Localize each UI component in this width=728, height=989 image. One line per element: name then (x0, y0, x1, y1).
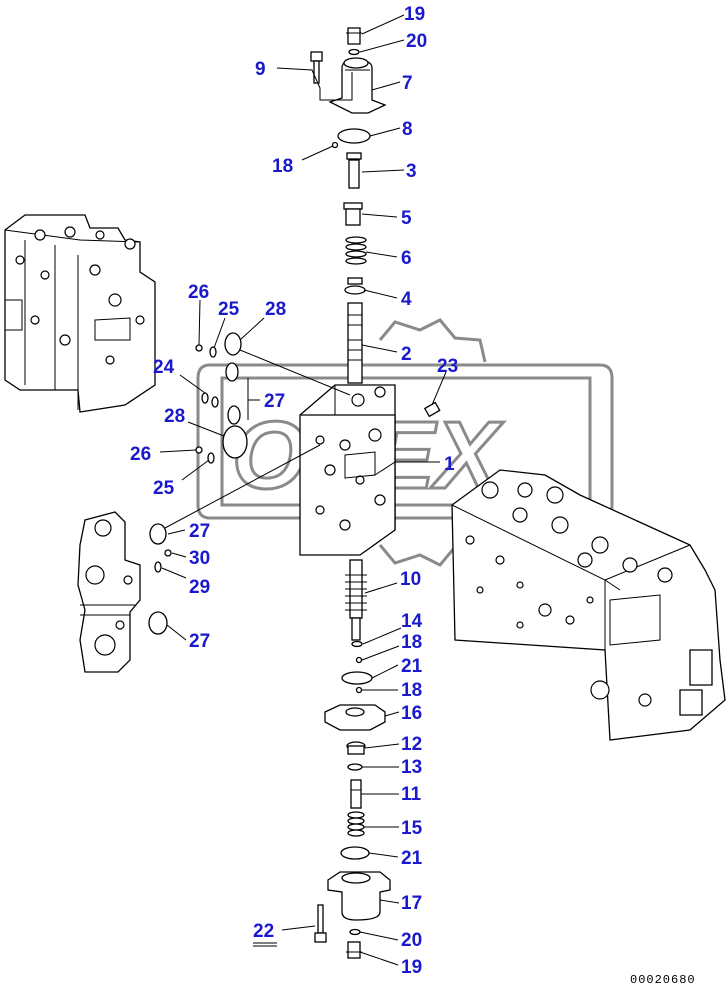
part-22-bolt-lower (314, 904, 327, 943)
callout-7: 7 (402, 73, 413, 94)
part-26-oring-upper (195, 344, 203, 352)
callout-11: 11 (401, 784, 422, 805)
callout-30: 30 (189, 548, 210, 569)
callout-21-upper: 21 (401, 656, 423, 677)
part-24-oring (201, 392, 209, 404)
part-2-spool-upper (347, 302, 363, 384)
callout-25-lower: 25 (153, 478, 175, 499)
callout-29: 29 (189, 577, 210, 598)
callout-18-lower: 18 (401, 680, 422, 701)
callout-21-lower: 21 (401, 848, 423, 869)
callout-3: 3 (406, 161, 417, 182)
part-13-ring (347, 763, 363, 771)
callout-26-upper: 26 (188, 282, 209, 303)
part-24-oring-b (211, 396, 219, 408)
part-5-retainer (343, 202, 363, 226)
callout-27-mid: 27 (189, 521, 210, 542)
part-19-bottom-plug (346, 941, 362, 959)
callout-labels: 19 20 9 7 8 18 3 5 6 4 26 25 28 2 24 23 … (130, 4, 458, 978)
label-underlines (253, 942, 277, 947)
callout-20-top: 20 (406, 31, 427, 52)
center-valve-body (299, 384, 396, 556)
part-20-bottom-oring (349, 928, 361, 936)
part-14-ring (351, 640, 363, 648)
callout-23: 23 (437, 356, 458, 377)
callout-12: 12 (401, 734, 422, 755)
drawing-code: 00020680 (630, 973, 696, 987)
callout-18-mid: 18 (401, 632, 422, 653)
part-19-top-plug (346, 27, 362, 45)
part-27-oring-mid (149, 523, 167, 545)
callout-1: 1 (444, 454, 455, 475)
part-25-oring-lower (207, 452, 215, 464)
callout-14: 14 (401, 611, 423, 632)
callout-15: 15 (401, 818, 423, 839)
part-18-ball-mid (355, 656, 363, 664)
callout-28-upper: 28 (265, 299, 286, 320)
left-side-valve (77, 511, 141, 673)
part-11-piston-lower (350, 779, 362, 809)
callout-22: 22 (253, 921, 274, 942)
callout-19-bottom: 19 (401, 957, 422, 978)
callout-27-lower: 27 (189, 631, 210, 652)
part-4-seat (344, 277, 366, 295)
part-28-oring-lower (222, 425, 248, 459)
part-6-spring-upper (345, 236, 367, 265)
callout-25-upper: 25 (218, 299, 240, 320)
callout-2: 2 (401, 344, 412, 365)
callout-26-lower: 26 (130, 444, 151, 465)
part-21-gasket-upper (341, 671, 373, 685)
part-20-top-oring (348, 48, 360, 56)
callout-20-bottom: 20 (401, 930, 422, 951)
part-16-flange (324, 704, 386, 731)
part-23-plug (423, 401, 441, 418)
callout-8: 8 (402, 119, 413, 140)
callout-17: 17 (401, 893, 422, 914)
part-21-gasket-lower (340, 846, 370, 860)
callout-5: 5 (401, 208, 412, 229)
valve-block-right (451, 469, 726, 741)
callout-18-upper: 18 (272, 156, 293, 177)
part-27-oring-upper-b (227, 405, 241, 425)
callout-13: 13 (401, 757, 422, 778)
part-27-oring-upper (225, 362, 239, 382)
callout-10: 10 (400, 569, 421, 590)
part-18-ball-upper (331, 141, 339, 149)
part-3-piston (346, 152, 362, 189)
part-8-gasket (337, 128, 371, 144)
callout-24: 24 (153, 357, 175, 378)
callout-27-upper: 27 (264, 391, 285, 412)
part-28-oring-upper (224, 332, 242, 356)
callout-19-top: 19 (404, 4, 425, 25)
part-27-oring-lower (148, 611, 168, 635)
callout-28-lower: 28 (164, 406, 185, 427)
part-18-ball-lower (355, 686, 363, 694)
part-25-oring-upper (209, 346, 217, 358)
valve-block-assembly-top-left (4, 214, 156, 413)
part-7-cap (328, 57, 387, 114)
part-9-bolt-top (310, 51, 323, 84)
part-12-seat (346, 741, 366, 755)
part-26-oring-lower (195, 446, 203, 454)
part-30-ring (164, 549, 172, 557)
part-15-spring-lower (347, 811, 365, 837)
part-29-ring (154, 561, 162, 573)
callout-16: 16 (401, 703, 422, 724)
part-10-spool-lower (345, 559, 367, 641)
callout-9: 9 (255, 59, 266, 80)
callout-4: 4 (401, 289, 412, 310)
part-17-cap-lower (327, 871, 391, 921)
leader-lines (159, 14, 447, 966)
callout-6: 6 (401, 248, 412, 269)
